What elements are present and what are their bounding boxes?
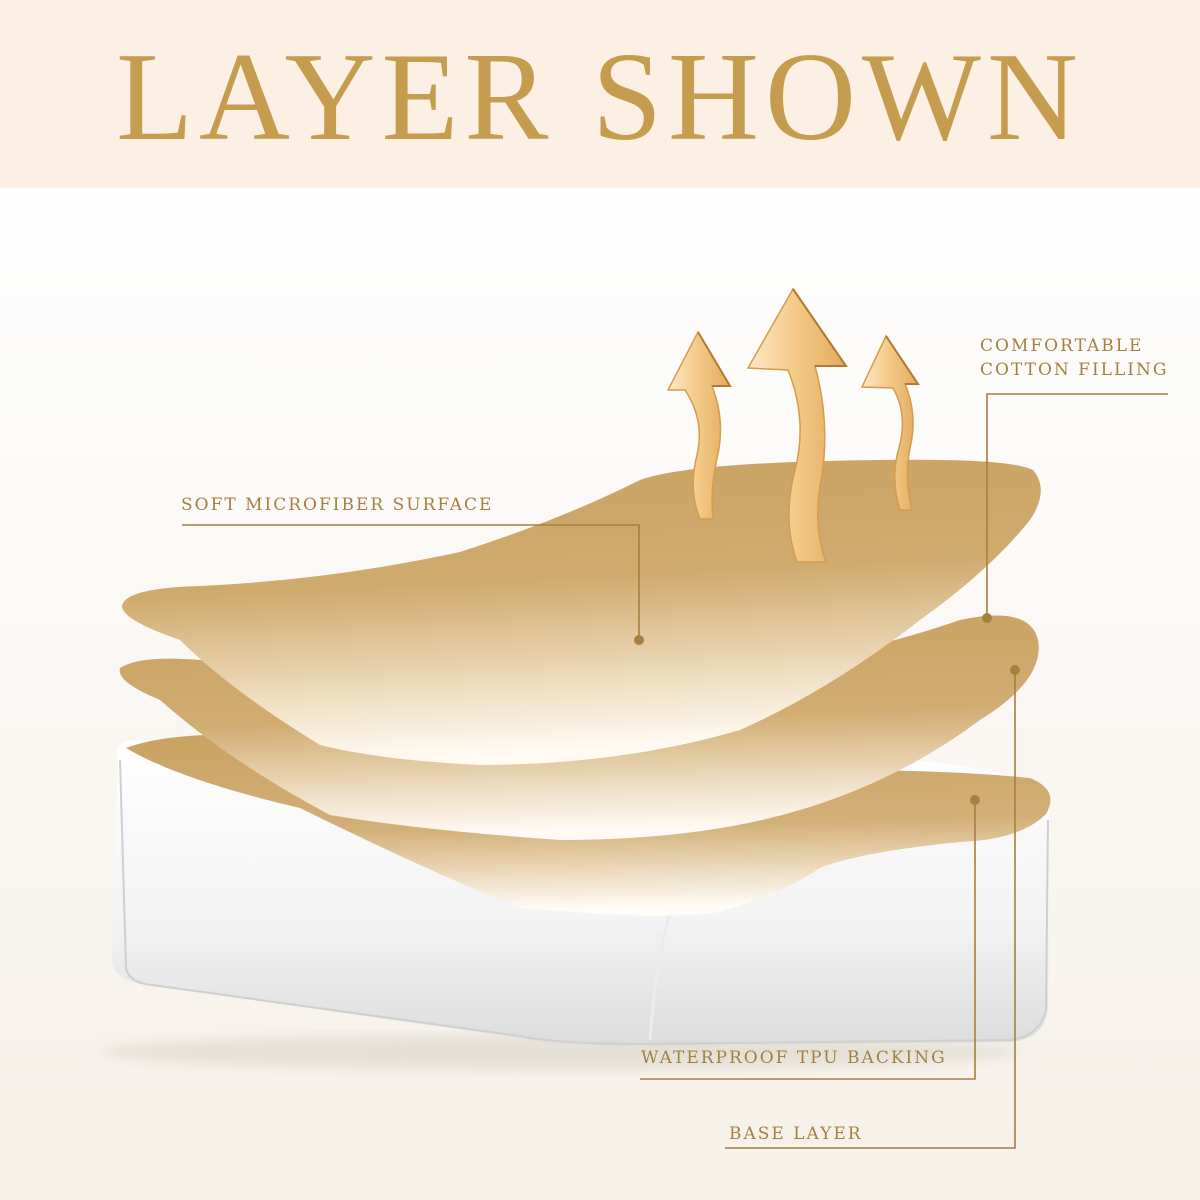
breathable-arrow-icon	[666, 330, 732, 520]
label-cotton-line1: COMFORTABLE	[980, 336, 1144, 356]
label-cotton-line2: COTTON FILLING	[980, 360, 1169, 380]
leader-lines	[182, 393, 1168, 1149]
dot-base-layer	[1010, 665, 1020, 675]
breathable-arrow-icon	[746, 287, 848, 563]
label-base-layer: BASE LAYER	[729, 1124, 863, 1144]
leader-cotton-filling	[986, 393, 1168, 618]
dot-soft-microfiber	[634, 635, 644, 645]
dot-waterproof	[970, 795, 980, 805]
label-soft-microfiber: SOFT MICROFIBER SURFACE	[181, 495, 494, 515]
leader-waterproof	[640, 800, 976, 1080]
breathable-arrow-icon	[860, 334, 920, 511]
dot-cotton-filling	[982, 613, 992, 623]
page-title: LAYER SHOWN	[116, 28, 1084, 167]
leader-dots	[634, 613, 1020, 805]
leader-base-layer	[725, 670, 1016, 1149]
header-banner: LAYER SHOWN	[0, 0, 1200, 188]
label-waterproof: WATERPROOF TPU BACKING	[641, 1048, 947, 1068]
leader-soft-microfiber	[182, 524, 640, 640]
